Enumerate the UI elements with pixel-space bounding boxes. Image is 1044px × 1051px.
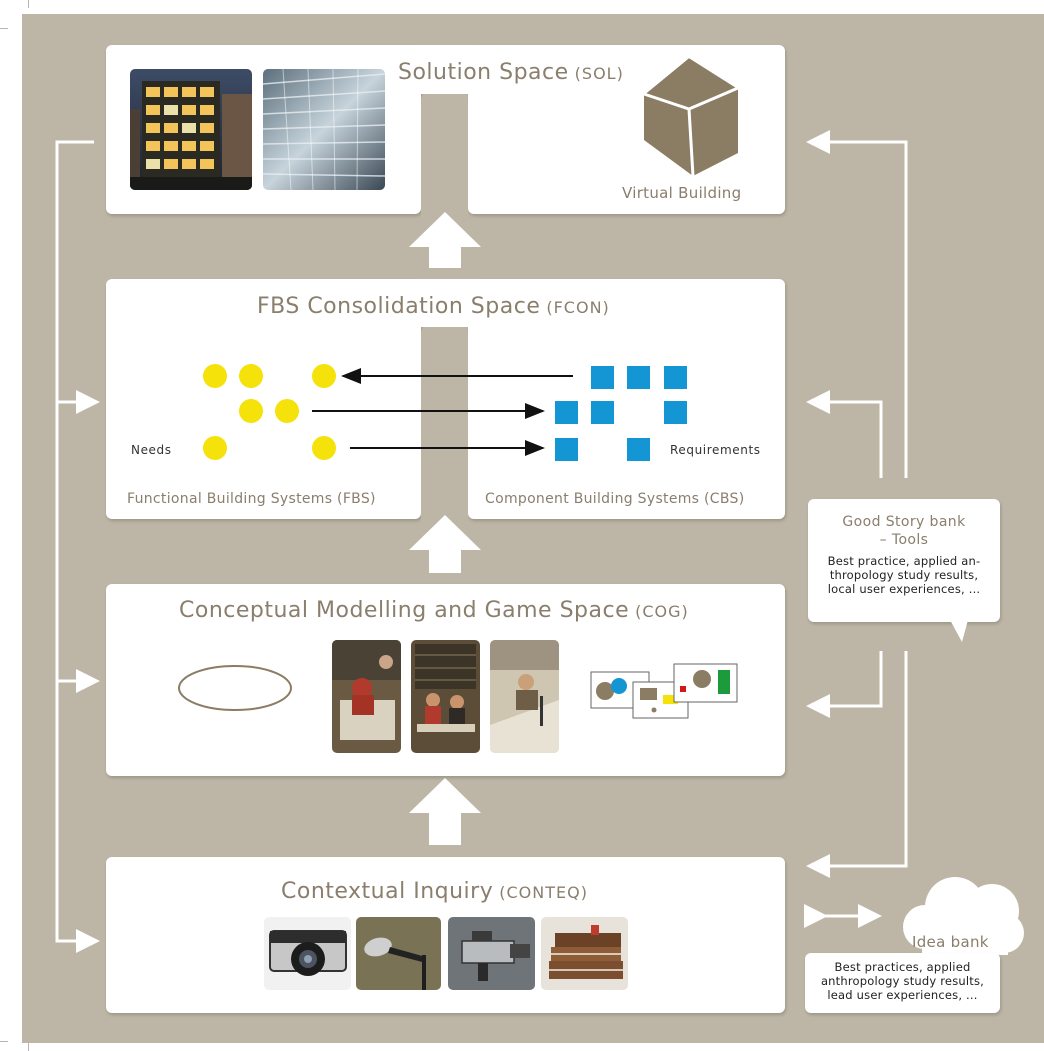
requirement-square	[664, 401, 687, 424]
requirement-square	[627, 438, 650, 461]
fcon-abbr: (FCON)	[546, 298, 610, 317]
idea-bank-body-line1: Best practices, applied	[834, 960, 971, 974]
story-to-conteq-arrow	[806, 651, 908, 878]
good-story-bank-note: Good Story bank – Tools Best practice, a…	[808, 499, 1000, 622]
crop-mark-left-bottom	[28, 1043, 29, 1051]
good-story-bank-body-line3: local user experiences, ...	[827, 582, 981, 596]
idea-bank-body-line3: lead user experiences, ...	[827, 988, 978, 1002]
requirement-square	[555, 438, 578, 461]
camera-photo	[264, 917, 351, 990]
good-story-bank-title-line1: Good Story bank	[842, 514, 966, 530]
glass-facade-interior-photo	[263, 69, 385, 190]
crop-mark-left-top	[28, 0, 29, 8]
conteq-title: Contextual Inquiry (CONTEQ)	[281, 879, 588, 904]
fbs-label: Functional Building Systems (FBS)	[127, 491, 376, 507]
idea-bank-cloud-icon	[903, 877, 1024, 955]
requirements-label: Requirements	[670, 443, 761, 457]
workshop-photo-3	[490, 640, 559, 753]
upward-arrows	[409, 212, 481, 845]
crop-mark-bottom	[0, 1041, 8, 1042]
idea-bank-title: Idea bank	[912, 933, 989, 951]
conteq-title-text: Contextual Inquiry	[281, 879, 494, 904]
up-arrow-conteq-to-cog	[409, 778, 481, 845]
need-dot	[203, 364, 227, 388]
story-to-sol-arrow	[806, 130, 908, 478]
need-dot	[239, 399, 263, 423]
solution-space-notch	[421, 94, 468, 219]
game-cards-icon	[590, 663, 738, 719]
good-story-bank-tail	[950, 620, 968, 642]
good-story-bank-title-line2: – Tools	[879, 532, 929, 548]
left-feedback-line	[55, 140, 100, 953]
fcon-title-text: FBS Consolidation Space	[257, 294, 541, 319]
solution-space-bridge	[415, 45, 475, 94]
good-story-bank-body-line2: thropology study results,	[829, 568, 979, 582]
fcon-notch	[421, 327, 468, 522]
cog-title-text: Conceptual Modelling and Game Space	[179, 598, 630, 623]
conteq-panel	[106, 857, 785, 1013]
fcon-bridge	[415, 279, 475, 327]
need-dot	[239, 364, 263, 388]
need-dot	[275, 399, 299, 423]
cog-abbr: (COG)	[635, 602, 689, 621]
solution-space-title-text: Solution Space	[398, 60, 569, 85]
requirements-squares	[555, 366, 687, 461]
workshop-photo-1	[332, 640, 401, 753]
need-dot	[203, 436, 227, 460]
fcon-title: FBS Consolidation Space (FCON)	[257, 294, 610, 319]
requirement-square	[555, 401, 578, 424]
need-dot	[312, 436, 336, 460]
requirement-square	[664, 366, 687, 389]
solution-space-abbr: (SOL)	[574, 64, 624, 83]
conteq-abbr: (CONTEQ)	[499, 883, 588, 902]
solution-space-title: Solution Space (SOL)	[398, 60, 624, 85]
fcon-panel-left	[106, 279, 421, 519]
requirement-square	[627, 366, 650, 389]
crop-mark-top	[0, 28, 8, 29]
cbs-label: Component Building Systems (CBS)	[485, 491, 745, 507]
needs-label: Needs	[131, 443, 172, 457]
empty-ellipse-icon	[178, 665, 292, 711]
story-to-cog-arrow	[806, 651, 883, 718]
idea-bank-note: Best practices, applied anthropology stu…	[805, 953, 1000, 1013]
house-outline-icon	[643, 55, 739, 177]
requirement-square	[591, 366, 614, 389]
up-arrow-cog-to-fcon	[409, 515, 481, 573]
microphone-photo	[356, 917, 441, 990]
notebooks-photo	[541, 917, 628, 990]
needs-dots	[203, 364, 336, 460]
cog-title: Conceptual Modelling and Game Space (COG)	[179, 598, 689, 623]
requirement-square	[591, 401, 614, 424]
virtual-building-label: Virtual Building	[622, 184, 742, 202]
idea-bank-body-line2: anthropology study results,	[820, 974, 985, 988]
good-story-bank-body-line1: Best practice, applied an-	[827, 554, 981, 568]
video-camera-photo	[448, 917, 535, 990]
up-arrow-fcon-to-sol	[409, 212, 481, 268]
fcon-panel-right	[468, 279, 785, 519]
glass-office-building-photo	[130, 69, 252, 190]
story-to-fcon-arrow	[806, 390, 883, 478]
workshop-photo-2	[411, 640, 480, 753]
need-dot	[312, 364, 336, 388]
